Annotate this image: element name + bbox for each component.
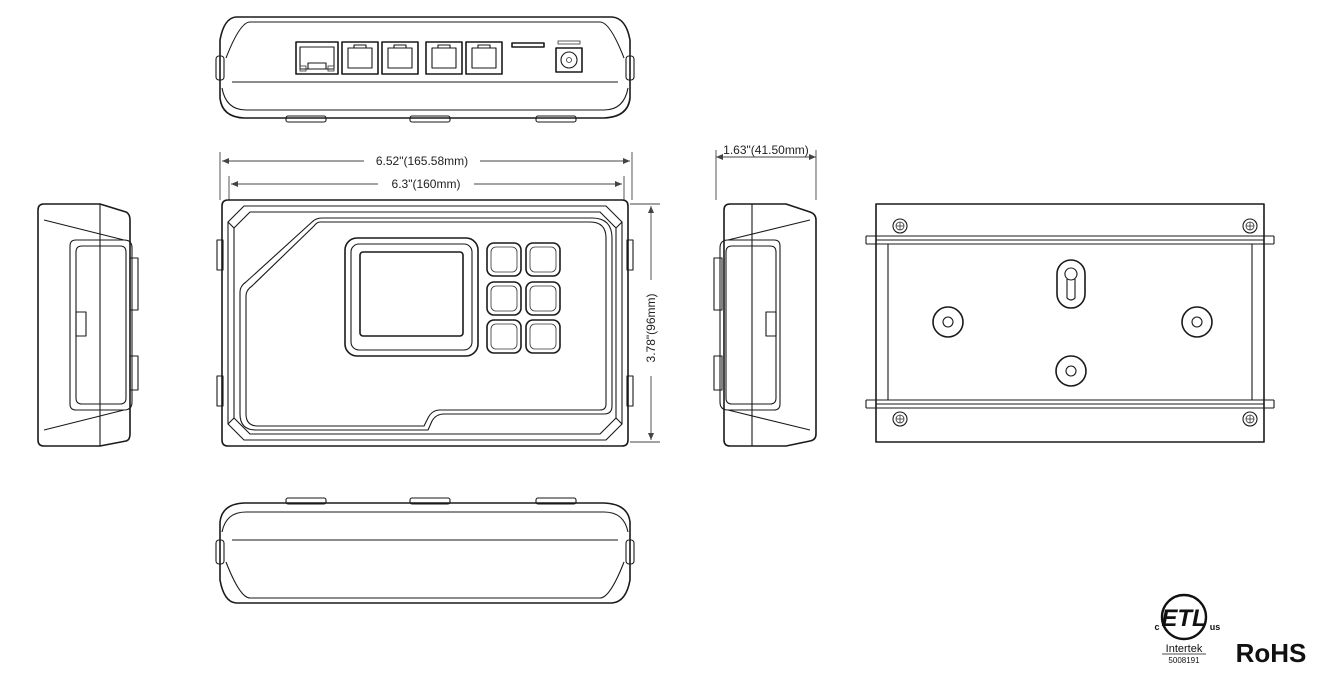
etl-logo-text: ETL <box>1161 605 1206 632</box>
screw <box>892 218 908 234</box>
depth-label: 1.63"(41.50mm) <box>723 143 809 157</box>
mounting-hole <box>932 306 964 338</box>
screw <box>1242 218 1258 234</box>
front-view <box>216 199 634 447</box>
keypad <box>486 242 561 354</box>
depth-dimension: 1.63"(41.50mm) <box>715 143 817 200</box>
rj11-port <box>425 41 463 75</box>
right-side-view <box>713 203 817 447</box>
rj11-port <box>381 41 419 75</box>
keypad-button <box>486 319 522 354</box>
height-label: 3.78"(96mm) <box>644 294 658 363</box>
rj11-port <box>341 41 379 75</box>
body-width-label: 6.3"(160mm) <box>392 177 461 191</box>
intertek-number: 5008191 <box>1168 656 1200 665</box>
etl-c-mark: c <box>1154 622 1159 632</box>
keypad-button <box>525 281 561 316</box>
mounting-hole <box>1055 355 1087 387</box>
intertek-label: Intertek <box>1166 643 1203 655</box>
keypad-button <box>486 242 522 277</box>
dc-power-jack <box>555 40 583 73</box>
etl-listed-mark: ETL c us Intertek 5008191 <box>1154 593 1221 665</box>
keypad-button <box>525 319 561 354</box>
top-view <box>215 16 635 123</box>
etl-us-mark: us <box>1210 622 1221 632</box>
left-side-view <box>37 203 139 447</box>
bottom-view <box>215 497 635 604</box>
overall-width-label: 6.52"(165.58mm) <box>376 154 468 168</box>
keypad-button <box>486 281 522 316</box>
rj11-port <box>465 41 503 75</box>
rohs-logo: RoHS <box>1236 638 1307 668</box>
screw <box>1242 411 1258 427</box>
width-dimension: 6.52"(165.58mm) 6.3"(160mm) <box>219 152 633 200</box>
lcd-screen <box>344 237 479 357</box>
mounting-hole <box>1181 306 1213 338</box>
screw <box>892 411 908 427</box>
sd-card-slot <box>511 42 545 48</box>
keyhole-mount <box>1056 259 1086 309</box>
keypad-button <box>525 242 561 277</box>
height-dimension: 3.78"(96mm) <box>630 203 660 443</box>
back-view <box>865 203 1275 443</box>
rj45-port <box>295 41 339 75</box>
